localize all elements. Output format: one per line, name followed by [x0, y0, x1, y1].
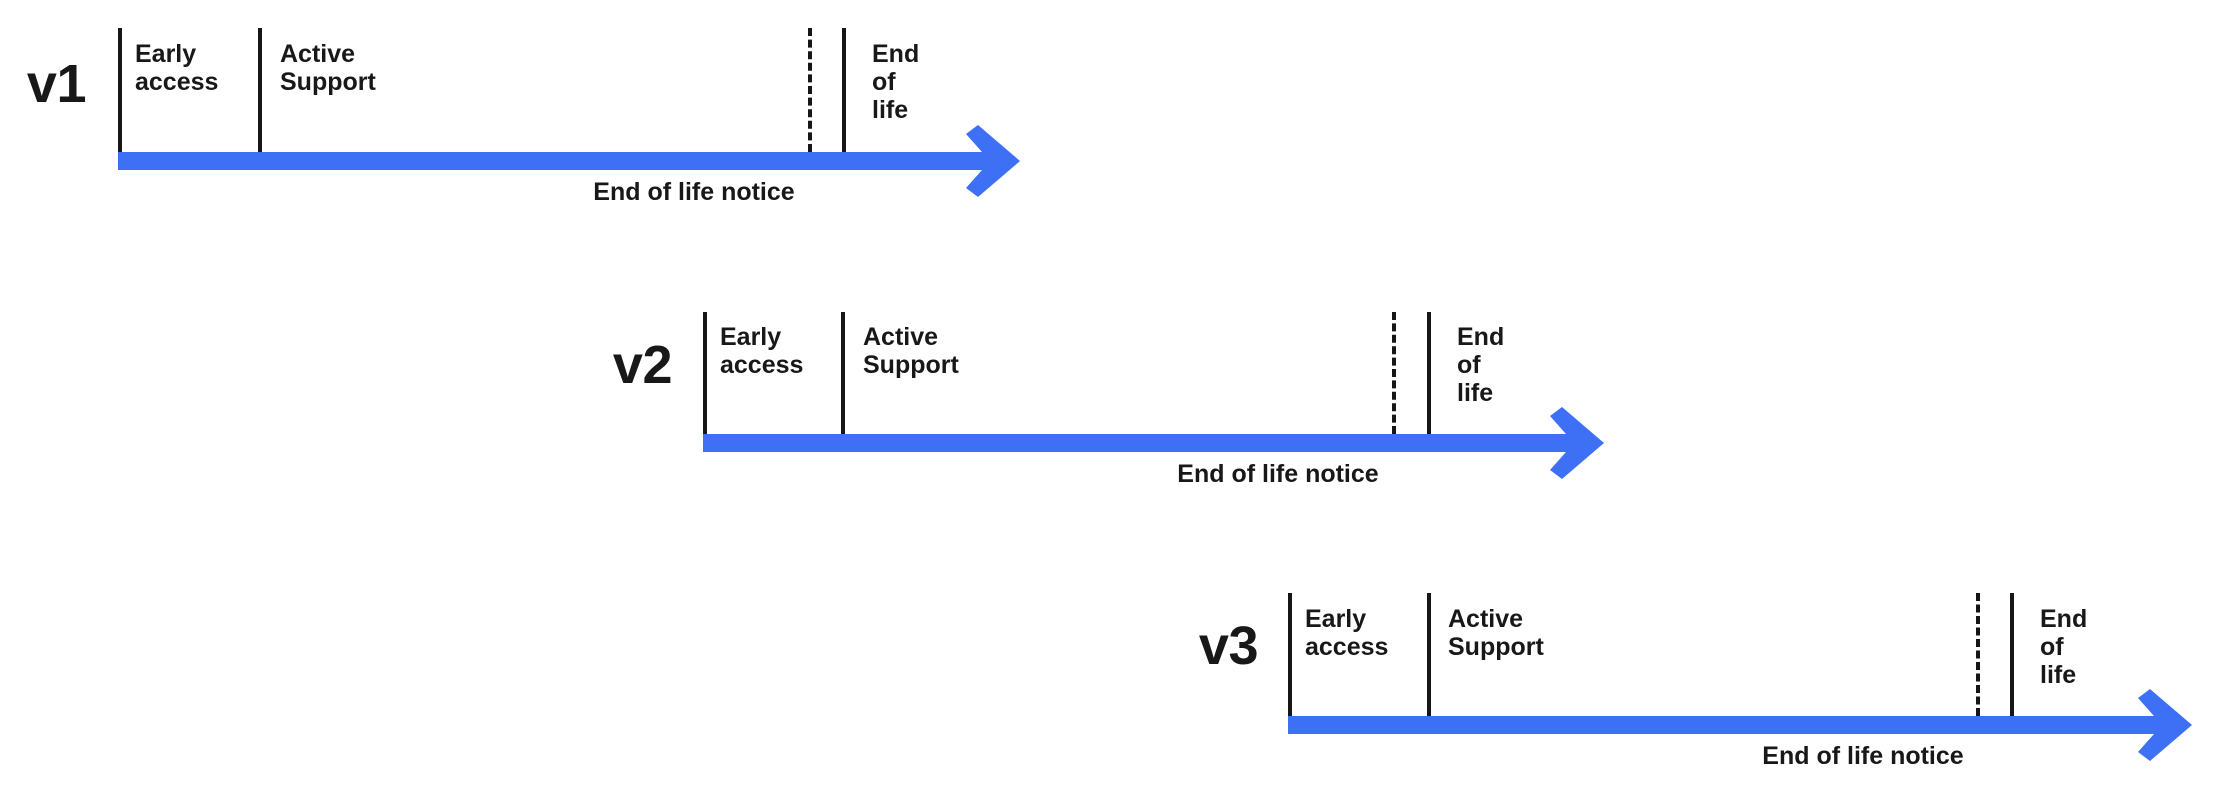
phase-label-end-of-life-v2: End of life: [1457, 323, 1505, 407]
timeline-arrow-shaft-v2: [703, 434, 1540, 452]
start-divider-v2: [703, 312, 707, 434]
phase-label-early-access-v2: Early access: [720, 323, 804, 379]
phase-divider-v2: [841, 312, 845, 434]
phase-label-end-of-life-v1: End of life: [872, 40, 920, 124]
timeline-arrow-head-v2: [1538, 407, 1604, 479]
end-of-life-notice-marker-v3: [1976, 593, 1980, 716]
phase-label-end-of-life-v3: End of life: [2040, 605, 2088, 689]
timeline-arrow-head-v3: [2126, 689, 2192, 761]
end-of-life-notice-label-v2: End of life notice: [1177, 460, 1379, 488]
phase-divider-v1: [258, 28, 262, 152]
start-divider-v3: [1288, 593, 1292, 716]
version-label-v1: v1: [26, 54, 87, 114]
timeline-arrow-shaft-v1: [118, 152, 956, 170]
phase-label-early-access-v3: Early access: [1305, 605, 1389, 661]
end-of-life-divider-v3: [2010, 593, 2014, 716]
version-label-v2: v2: [612, 335, 673, 395]
version-label-v3: v3: [1198, 616, 1259, 676]
end-of-life-notice-label-v1: End of life notice: [593, 178, 795, 206]
phase-label-active-support-v1: Active Support: [280, 40, 376, 96]
end-of-life-divider-v2: [1427, 312, 1431, 434]
timeline-arrow-shaft-v3: [1288, 716, 2128, 734]
phase-label-early-access-v1: Early access: [135, 40, 219, 96]
phase-label-active-support-v2: Active Support: [863, 323, 959, 379]
phase-divider-v3: [1427, 593, 1431, 716]
start-divider-v1: [118, 28, 122, 152]
end-of-life-divider-v1: [842, 28, 846, 152]
end-of-life-notice-label-v3: End of life notice: [1762, 742, 1964, 770]
phase-label-active-support-v3: Active Support: [1448, 605, 1544, 661]
end-of-life-notice-marker-v2: [1392, 312, 1396, 434]
end-of-life-notice-marker-v1: [808, 28, 812, 152]
timeline-arrow-head-v1: [954, 125, 1020, 197]
